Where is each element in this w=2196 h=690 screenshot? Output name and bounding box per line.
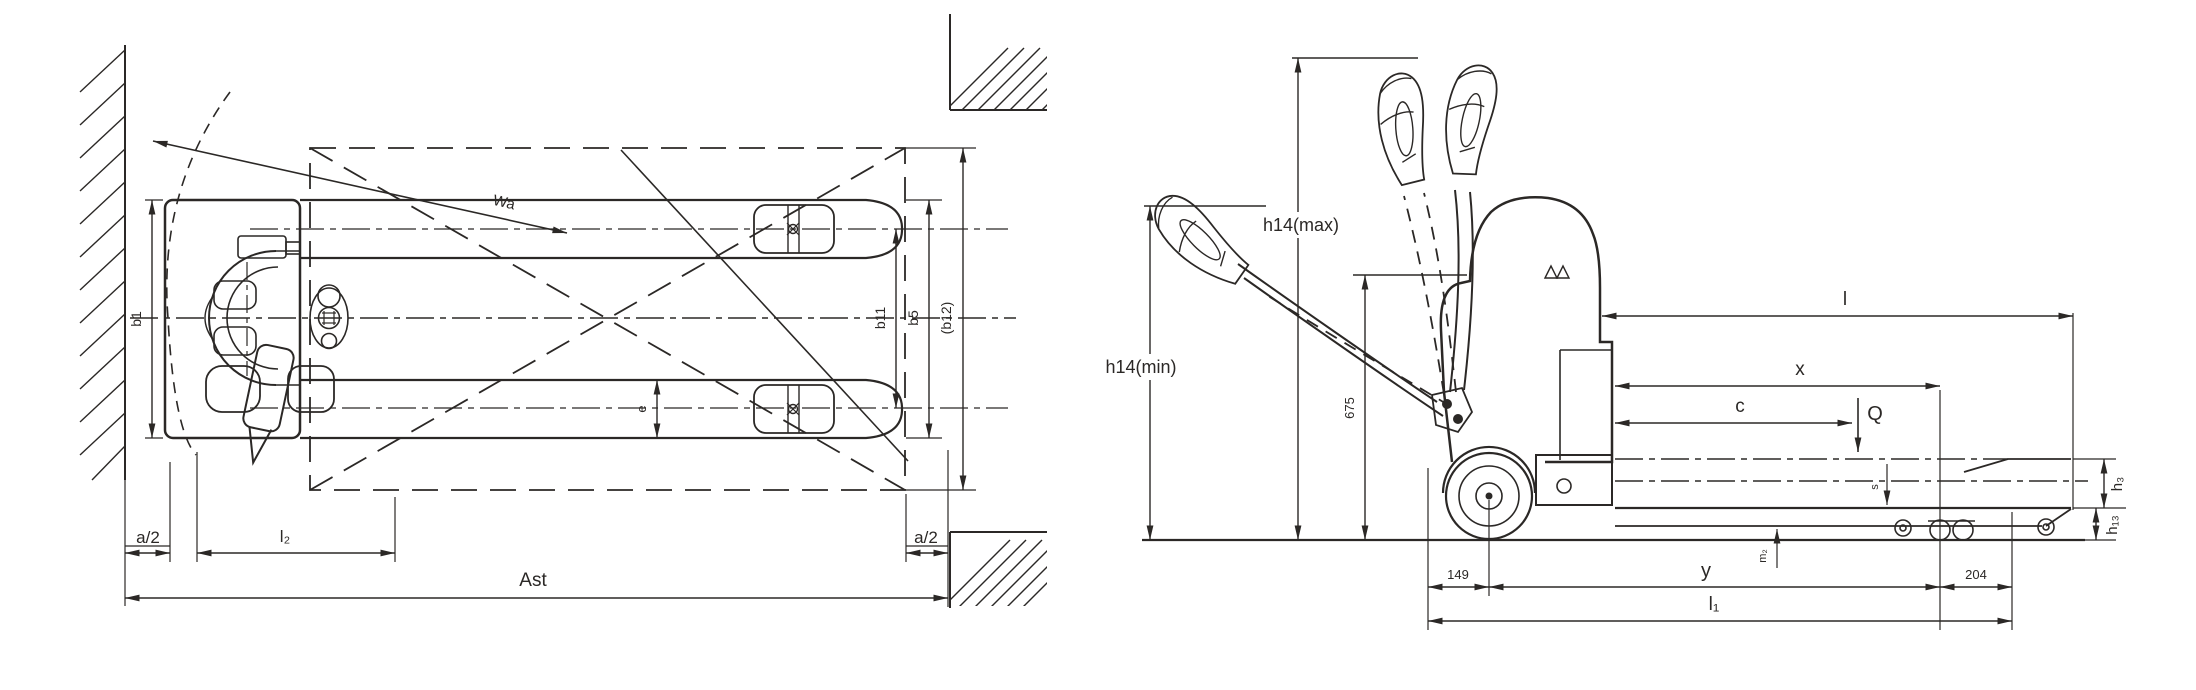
aisle-corner-top-right [949,14,1047,111]
tiller-pivot [1430,386,1474,434]
dim-b1: b1 [128,199,163,439]
dim-label-204: 204 [1965,567,1987,582]
dim-label-c: c [1735,396,1745,417]
tiller-raised [1443,63,1499,393]
dim-label-l2: l₂ [280,527,290,546]
turning-radius-wa: Wa [152,140,568,234]
dim-h13: h₁₃ [2085,508,2121,541]
dim-label-b5: b5 [905,310,921,326]
dim-label-y: y [1701,560,1711,582]
dim-label-l: l [1843,289,1847,310]
dim-label-wa: Wa [491,192,517,214]
aisle-corner-bottom-right [949,531,1047,608]
forks-side-view [1615,313,2088,541]
load-rollers-top-view [753,204,835,434]
chassis-side-view [1439,196,1614,506]
dim-label-x: x [1795,359,1805,380]
dim-h3: h₃ [2073,458,2126,509]
dim-label-b12: (b12) [938,302,954,335]
cap-detail [1543,264,1571,279]
dim-chain-bottom: 149 y 204 [1427,390,2013,630]
dim-label-h14max: h14(max) [1263,215,1339,235]
dim-a2-right: a/2 [905,450,949,607]
drive-wheel-top-view [242,343,295,466]
dim-m2: m₂ [1757,529,1781,568]
dim-b11: b11 [872,229,900,408]
dim-label-e: e [634,405,649,412]
top-view: Wa b1 e b11 b5 (b12) [79,14,1047,608]
dim-label-b11: b11 [872,307,888,330]
dim-675: 675 [1342,274,1467,540]
dim-label-149: 149 [1447,567,1469,582]
dim-label-ast: Ast [519,570,547,591]
dim-ast: Ast [124,480,948,606]
dim-c: c [1615,396,1852,427]
dim-label-s: s [1869,484,1881,490]
tiller-mid-phantom [1366,68,1457,395]
dim-label-h3: h₃ [2109,477,2126,491]
dim-h14min: h14(min) [1080,205,1266,540]
dim-label-a2-left: a/2 [136,528,160,547]
dim-l2: l₂ [196,452,396,562]
dim-s: s [1869,464,1891,505]
load-force-q: Q [1854,398,1883,452]
dim-x: x [1615,359,1940,390]
tiller-lowered [1140,186,1451,417]
dim-label-h14min: h14(min) [1105,357,1176,377]
dim-a2-left: a/2 [125,462,171,562]
forks-top-view [300,198,904,440]
dim-label-b1: b1 [128,311,144,327]
dim-h14max: h14(max) [1238,57,1418,540]
dim-label-h13: h₁₃ [2104,515,2121,535]
dim-label-m2: m₂ [1757,549,1769,562]
dim-label-675: 675 [1342,397,1357,419]
dim-b5: b5 [905,199,942,439]
dim-label-l1: l₁ [1709,594,1720,615]
dim-b12: (b12) [905,147,976,491]
dim-label-a2-right: a/2 [914,528,938,547]
side-view: h14(max) h14(min) 675 l x c [1080,57,2126,630]
dim-l: l [1602,289,2073,320]
dim-label-q: Q [1867,403,1883,425]
wall-hatch-left [79,45,126,481]
truck-head-top-view [163,198,349,466]
dim-l1: l₁ [1428,594,2012,625]
dim-e: e [634,380,661,438]
